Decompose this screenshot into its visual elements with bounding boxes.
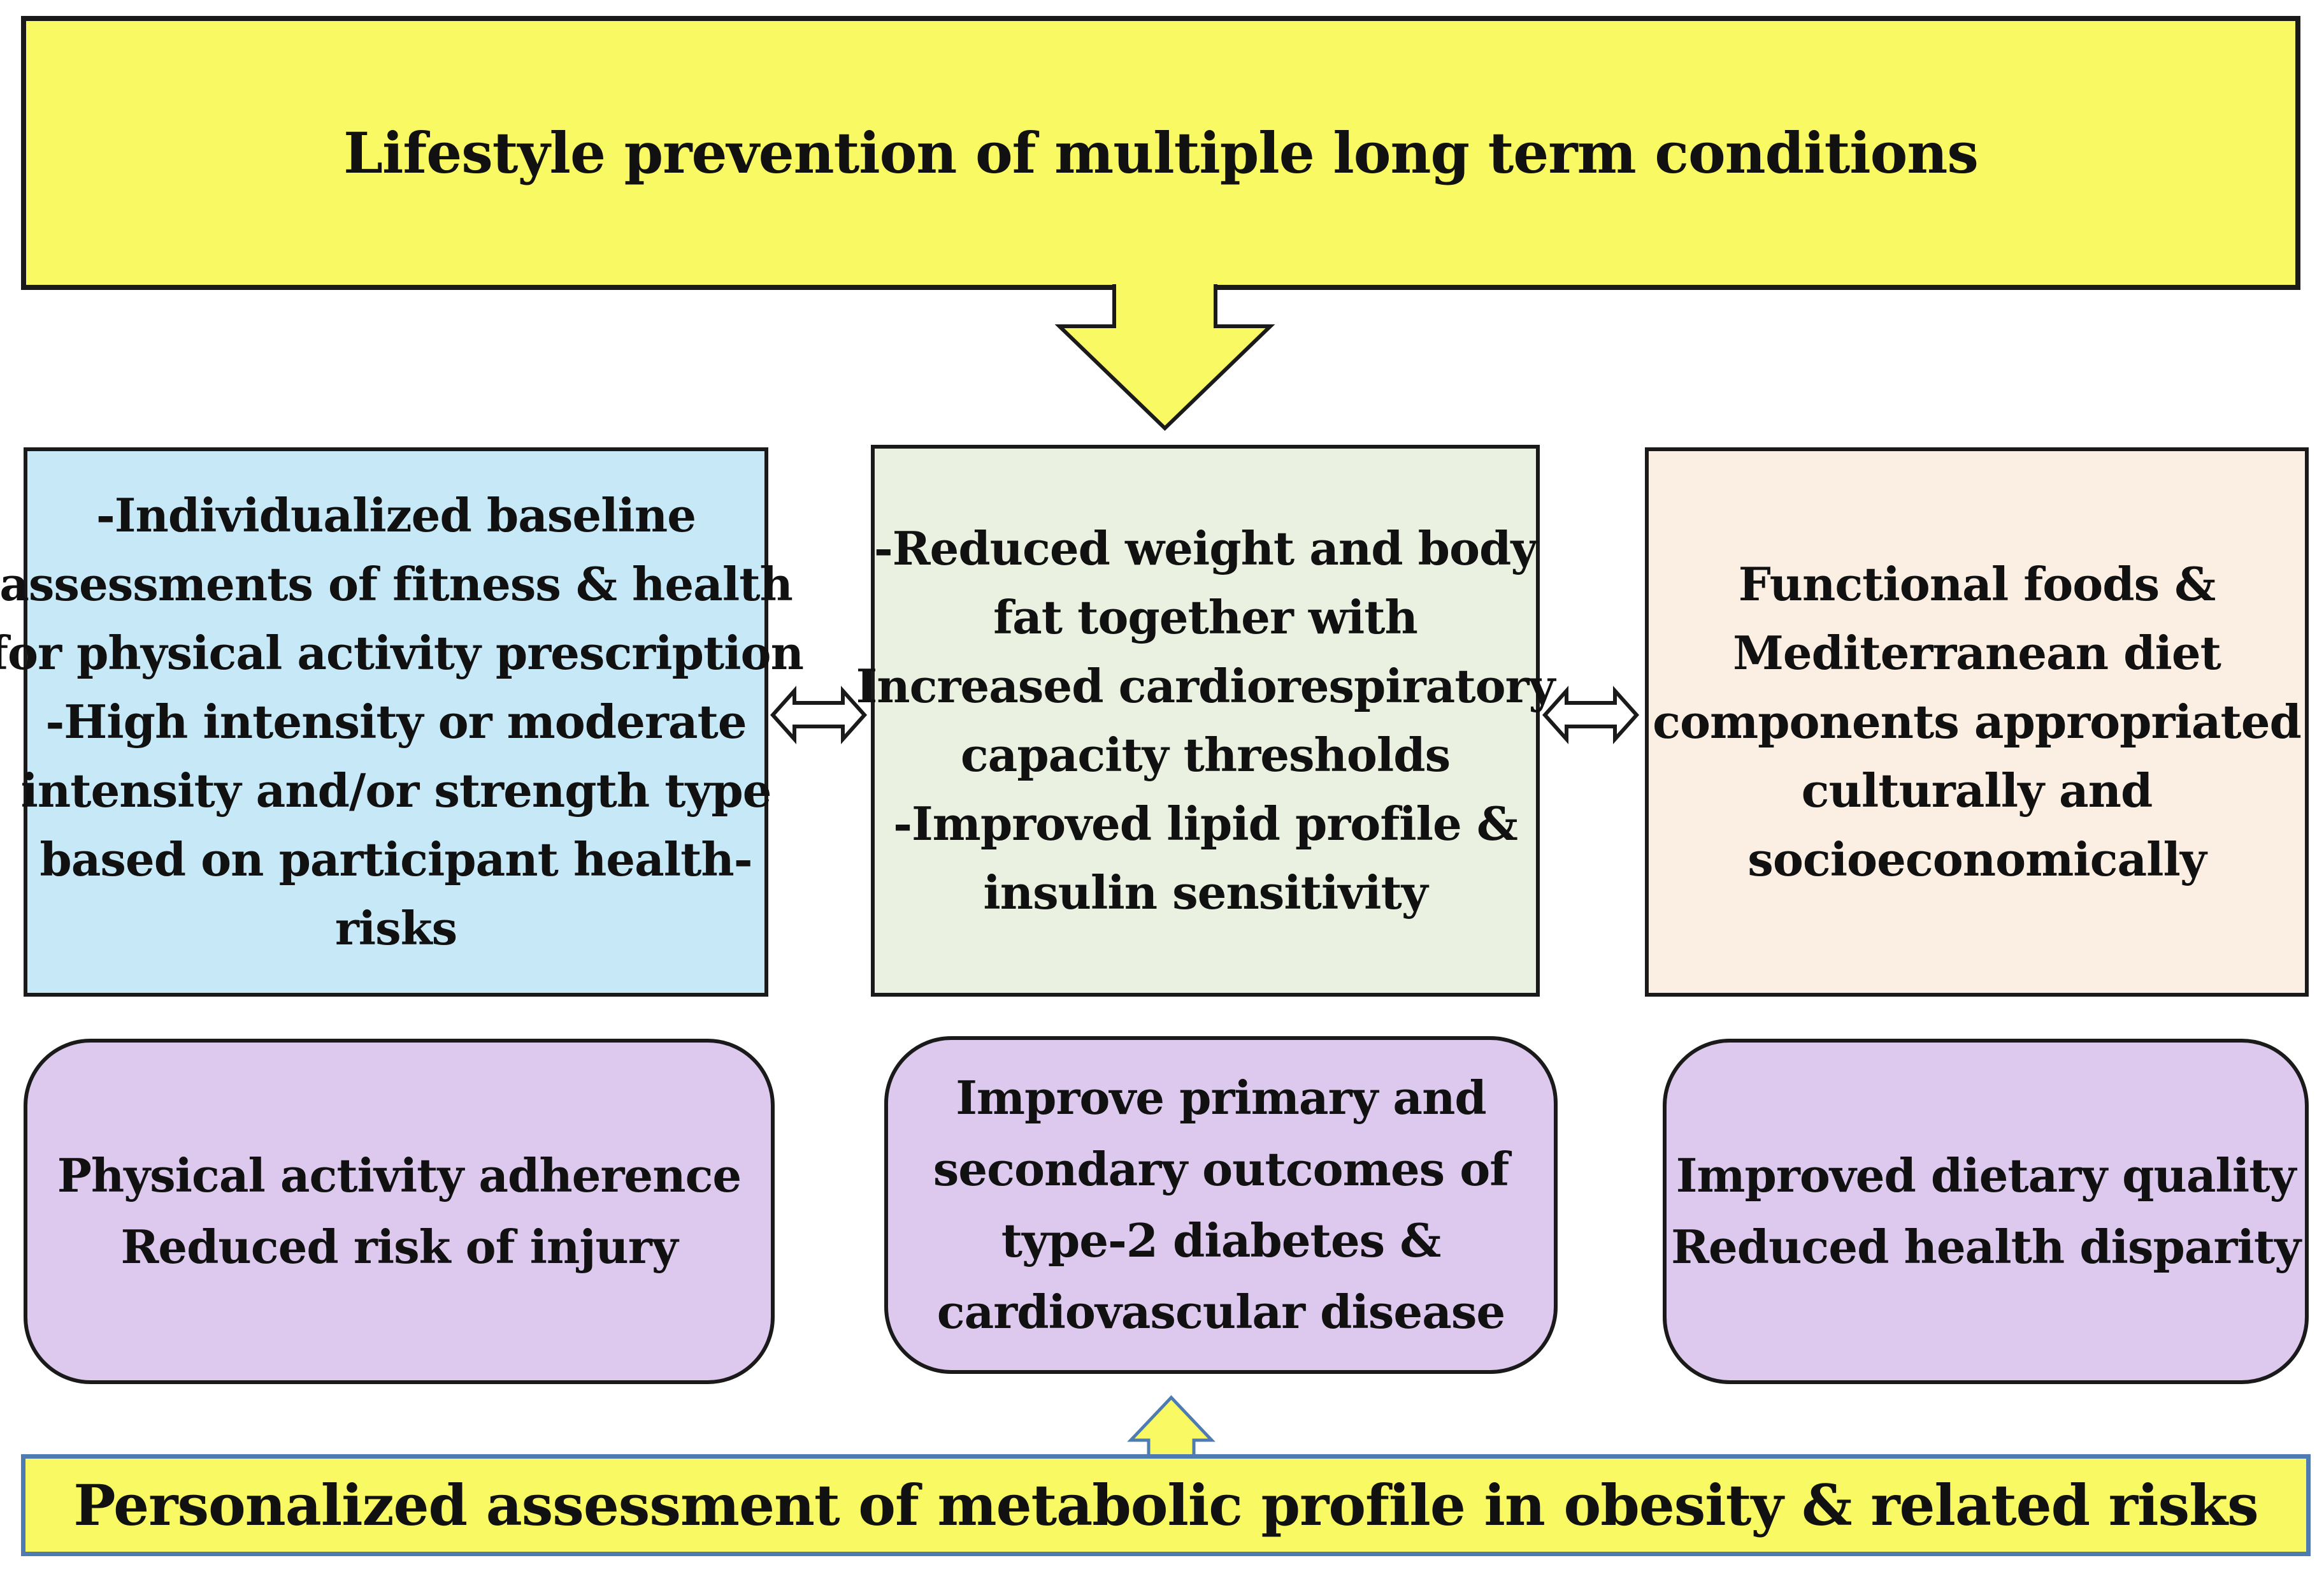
double-arrow-icon-left bbox=[770, 686, 868, 744]
down-arrow-icon bbox=[1054, 284, 1275, 431]
double-arrow-icon-right bbox=[1542, 686, 1640, 744]
top-banner-title: Lifestyle prevention of multiple long te… bbox=[343, 120, 1979, 186]
bottom-banner-title: Personalized assessment of metabolic pro… bbox=[73, 1472, 2258, 1538]
bottom-banner: Personalized assessment of metabolic pro… bbox=[21, 1454, 2311, 1556]
top-banner: Lifestyle prevention of multiple long te… bbox=[21, 16, 2300, 290]
up-arrow-icon bbox=[1127, 1395, 1216, 1459]
